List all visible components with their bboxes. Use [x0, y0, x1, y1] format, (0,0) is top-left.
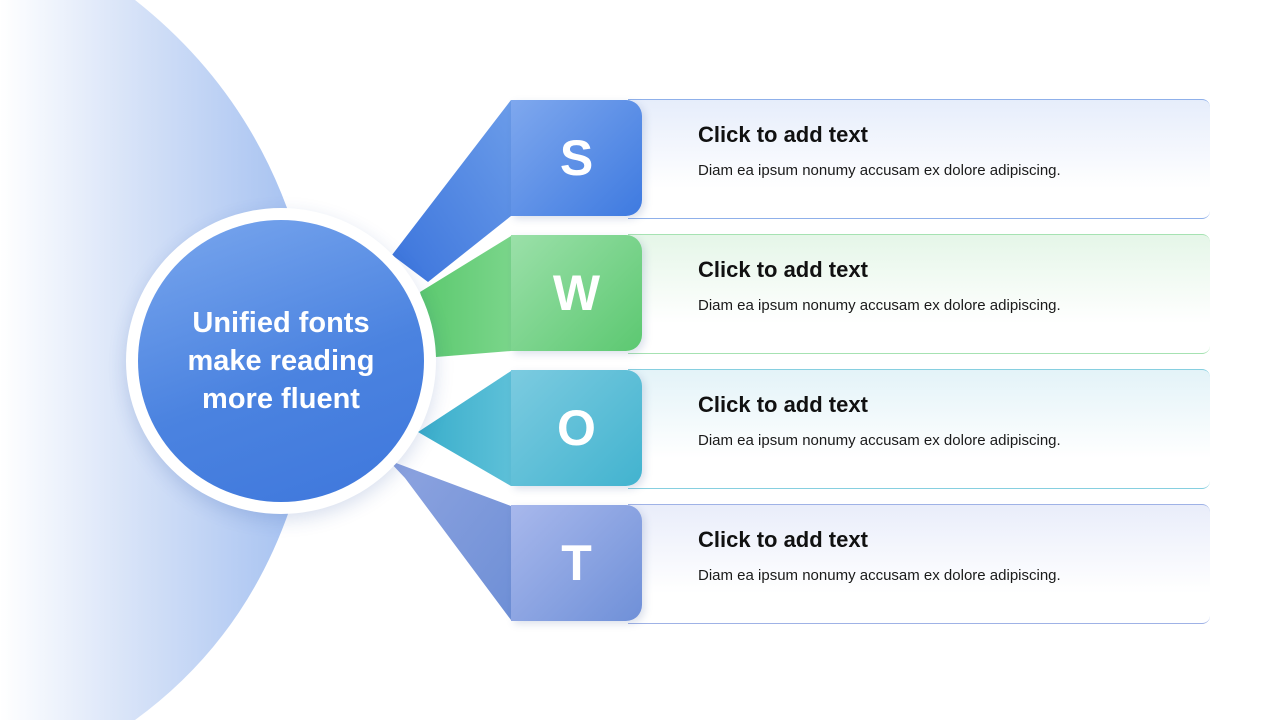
center-text[interactable]: Unified fonts make reading more fluent [187, 307, 375, 415]
center-circle-fill: Unified fonts make reading more fluent [138, 220, 424, 502]
connector-wedge-s [392, 100, 511, 282]
swot-panel-o[interactable]: Click to add text Diam ea ipsum nonumy a… [628, 369, 1210, 489]
connector-wedge-w [420, 236, 511, 357]
letter-box-w[interactable]: W [511, 235, 642, 351]
swot-panel-w[interactable]: Click to add text Diam ea ipsum nonumy a… [628, 234, 1210, 354]
letter-box-t[interactable]: T [511, 505, 642, 621]
letter-box-s[interactable]: S [511, 100, 642, 216]
panel-description[interactable]: Diam ea ipsum nonumy accusam ex dolore a… [698, 297, 1061, 314]
panel-title[interactable]: Click to add text [698, 527, 868, 552]
panel-title[interactable]: Click to add text [698, 257, 868, 282]
connector-wedge-t [388, 460, 511, 620]
swot-panel-t[interactable]: Click to add text Diam ea ipsum nonumy a… [628, 504, 1210, 624]
center-circle[interactable]: Unified fonts make reading more fluent [126, 208, 436, 514]
panel-title[interactable]: Click to add text [698, 392, 868, 417]
letter-label: W [552, 265, 601, 321]
panel-description[interactable]: Diam ea ipsum nonumy accusam ex dolore a… [698, 567, 1061, 584]
panel-description[interactable]: Diam ea ipsum nonumy accusam ex dolore a… [698, 432, 1061, 449]
letter-label: T [561, 535, 592, 591]
swot-panel-s[interactable]: Click to add text Diam ea ipsum nonumy a… [628, 99, 1210, 219]
connector-wedge-o [418, 371, 511, 486]
letter-label: S [559, 130, 594, 186]
letter-label: O [557, 400, 596, 456]
letter-box-o[interactable]: O [511, 370, 642, 486]
panel-title[interactable]: Click to add text [698, 122, 868, 147]
panel-description[interactable]: Diam ea ipsum nonumy accusam ex dolore a… [698, 162, 1061, 179]
